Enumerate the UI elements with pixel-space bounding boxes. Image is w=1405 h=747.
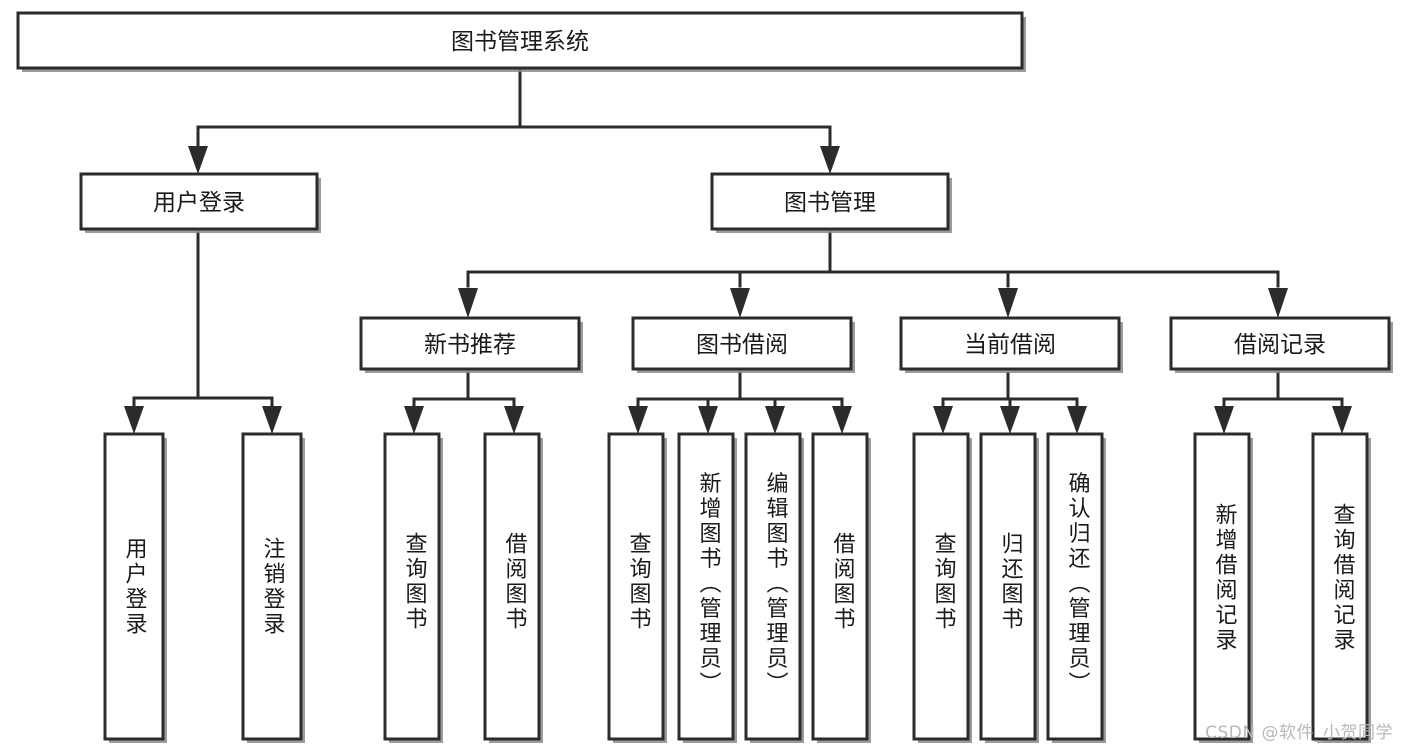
arrow-leaf-user-login bbox=[124, 406, 144, 434]
node-book-manage-label: 图书管理 bbox=[784, 190, 876, 216]
leaf-book-borrow-2[interactable]: 新增图书（管理员） bbox=[677, 432, 737, 743]
leaf-current-borrow-2[interactable]: 归还图书 bbox=[979, 432, 1039, 743]
leaf-borrow-record-2-label: 查询借阅记录 bbox=[1330, 503, 1356, 653]
leaf-current-borrow-1-label: 查询图书 bbox=[931, 532, 957, 632]
node-root-box[interactable] bbox=[16, 11, 1024, 70]
leaf-book-borrow-2-label: 新增图书（管理员） bbox=[696, 472, 722, 697]
node-current-borrow-box[interactable] bbox=[899, 316, 1121, 371]
arrow-bb-leaf-4 bbox=[832, 406, 852, 434]
arrow-leaf-logout bbox=[262, 406, 282, 434]
leaf-new-book-2-box[interactable] bbox=[483, 432, 541, 741]
arrow-bb-leaf-1 bbox=[628, 406, 648, 434]
arrow-br-leaf-2 bbox=[1332, 406, 1352, 434]
arrow-bb-leaf-3 bbox=[765, 406, 785, 434]
node-borrow-record[interactable]: 借阅记录 bbox=[1169, 316, 1393, 373]
leaf-new-book-2-label: 借阅图书 bbox=[502, 532, 528, 632]
arrow-nb-leaf-2 bbox=[504, 406, 524, 434]
node-current-borrow[interactable]: 当前借阅 bbox=[899, 316, 1123, 373]
node-current-borrow-label: 当前借阅 bbox=[964, 332, 1056, 358]
node-user-login-box[interactable] bbox=[79, 172, 319, 231]
leaf-borrow-record-2-box[interactable] bbox=[1311, 432, 1369, 741]
leaf-borrow-record-1[interactable]: 新增借阅记录 bbox=[1193, 432, 1253, 743]
arrow-user-login bbox=[188, 146, 208, 174]
node-book-borrow[interactable]: 图书借阅 bbox=[631, 316, 855, 373]
leaf-user-login-2-label: 注销登录 bbox=[260, 537, 286, 637]
arrow-book-manage bbox=[820, 146, 840, 174]
leaf-borrow-record-2[interactable]: 查询借阅记录 bbox=[1311, 432, 1371, 743]
node-book-borrow-box[interactable] bbox=[631, 316, 853, 371]
node-book-borrow-label: 图书借阅 bbox=[696, 332, 788, 358]
leaf-book-borrow-1[interactable]: 查询图书 bbox=[607, 432, 667, 743]
leaf-book-borrow-1-box[interactable] bbox=[607, 432, 665, 741]
leaf-user-login-1-label: 用户登录 bbox=[122, 537, 148, 637]
arrow-book-borrow bbox=[730, 288, 750, 318]
node-user-login[interactable]: 用户登录 bbox=[79, 172, 321, 233]
node-new-book-label: 新书推荐 bbox=[424, 332, 516, 358]
connector-layer bbox=[124, 66, 1352, 434]
leaf-current-borrow-2-box[interactable] bbox=[979, 432, 1037, 741]
leaf-user-login-2[interactable]: 注销登录 bbox=[241, 432, 305, 743]
leaf-book-borrow-4-box[interactable] bbox=[811, 432, 869, 741]
arrow-nb-leaf-1 bbox=[404, 406, 424, 434]
arrow-current-borrow bbox=[998, 288, 1018, 318]
leaf-current-borrow-3-box[interactable] bbox=[1046, 432, 1104, 741]
arrow-new-book bbox=[458, 288, 478, 318]
node-new-book[interactable]: 新书推荐 bbox=[359, 316, 583, 373]
leaf-user-login-2-box[interactable] bbox=[241, 432, 303, 741]
leaf-new-book-1-box[interactable] bbox=[383, 432, 441, 741]
leaf-book-borrow-3[interactable]: 编辑图书（管理员） bbox=[744, 432, 804, 743]
leaf-current-borrow-3[interactable]: 确认归还（管理员） bbox=[1046, 432, 1106, 743]
node-book-manage-box[interactable] bbox=[710, 172, 950, 231]
node-user-login-label: 用户登录 bbox=[153, 190, 245, 216]
arrow-cb-leaf-2 bbox=[1000, 406, 1020, 434]
arrow-br-leaf-1 bbox=[1214, 406, 1234, 434]
leaf-book-borrow-3-box[interactable] bbox=[744, 432, 802, 741]
leaf-current-borrow-2-label: 归还图书 bbox=[998, 532, 1024, 632]
leaf-new-book-1[interactable]: 查询图书 bbox=[383, 432, 443, 743]
node-new-book-box[interactable] bbox=[359, 316, 581, 371]
leaf-borrow-record-1-label: 新增借阅记录 bbox=[1212, 503, 1238, 653]
watermark-text: CSDN @软件_小贺同学 bbox=[1205, 723, 1393, 743]
leaf-user-login-1-box[interactable] bbox=[103, 432, 165, 741]
node-book-manage[interactable]: 图书管理 bbox=[710, 172, 952, 233]
node-borrow-record-label: 借阅记录 bbox=[1234, 332, 1326, 358]
leaf-current-borrow-3-label: 确认归还（管理员） bbox=[1065, 472, 1091, 697]
arrow-cb-leaf-3 bbox=[1067, 406, 1087, 434]
node-root-label: 图书管理系统 bbox=[451, 29, 589, 55]
arrow-cb-leaf-1 bbox=[933, 406, 953, 434]
leaf-user-login-1[interactable]: 用户登录 bbox=[103, 432, 167, 743]
leaf-book-borrow-2-box[interactable] bbox=[677, 432, 735, 741]
leaf-borrow-record-1-box[interactable] bbox=[1193, 432, 1251, 741]
arrow-bb-leaf-2 bbox=[698, 406, 718, 434]
leaf-new-book-2[interactable]: 借阅图书 bbox=[483, 432, 543, 743]
arrow-borrow-record bbox=[1268, 288, 1288, 318]
leaf-book-borrow-3-label: 编辑图书（管理员） bbox=[763, 472, 789, 697]
leaf-current-borrow-1-box[interactable] bbox=[912, 432, 970, 741]
node-borrow-record-box[interactable] bbox=[1169, 316, 1391, 371]
leaf-current-borrow-1[interactable]: 查询图书 bbox=[912, 432, 972, 743]
node-root[interactable]: 图书管理系统 bbox=[16, 11, 1026, 72]
leaf-book-borrow-4[interactable]: 借阅图书 bbox=[811, 432, 871, 743]
leaf-new-book-1-label: 查询图书 bbox=[402, 532, 428, 632]
leaf-book-borrow-1-label: 查询图书 bbox=[626, 532, 652, 632]
leaf-book-borrow-4-label: 借阅图书 bbox=[830, 532, 856, 632]
